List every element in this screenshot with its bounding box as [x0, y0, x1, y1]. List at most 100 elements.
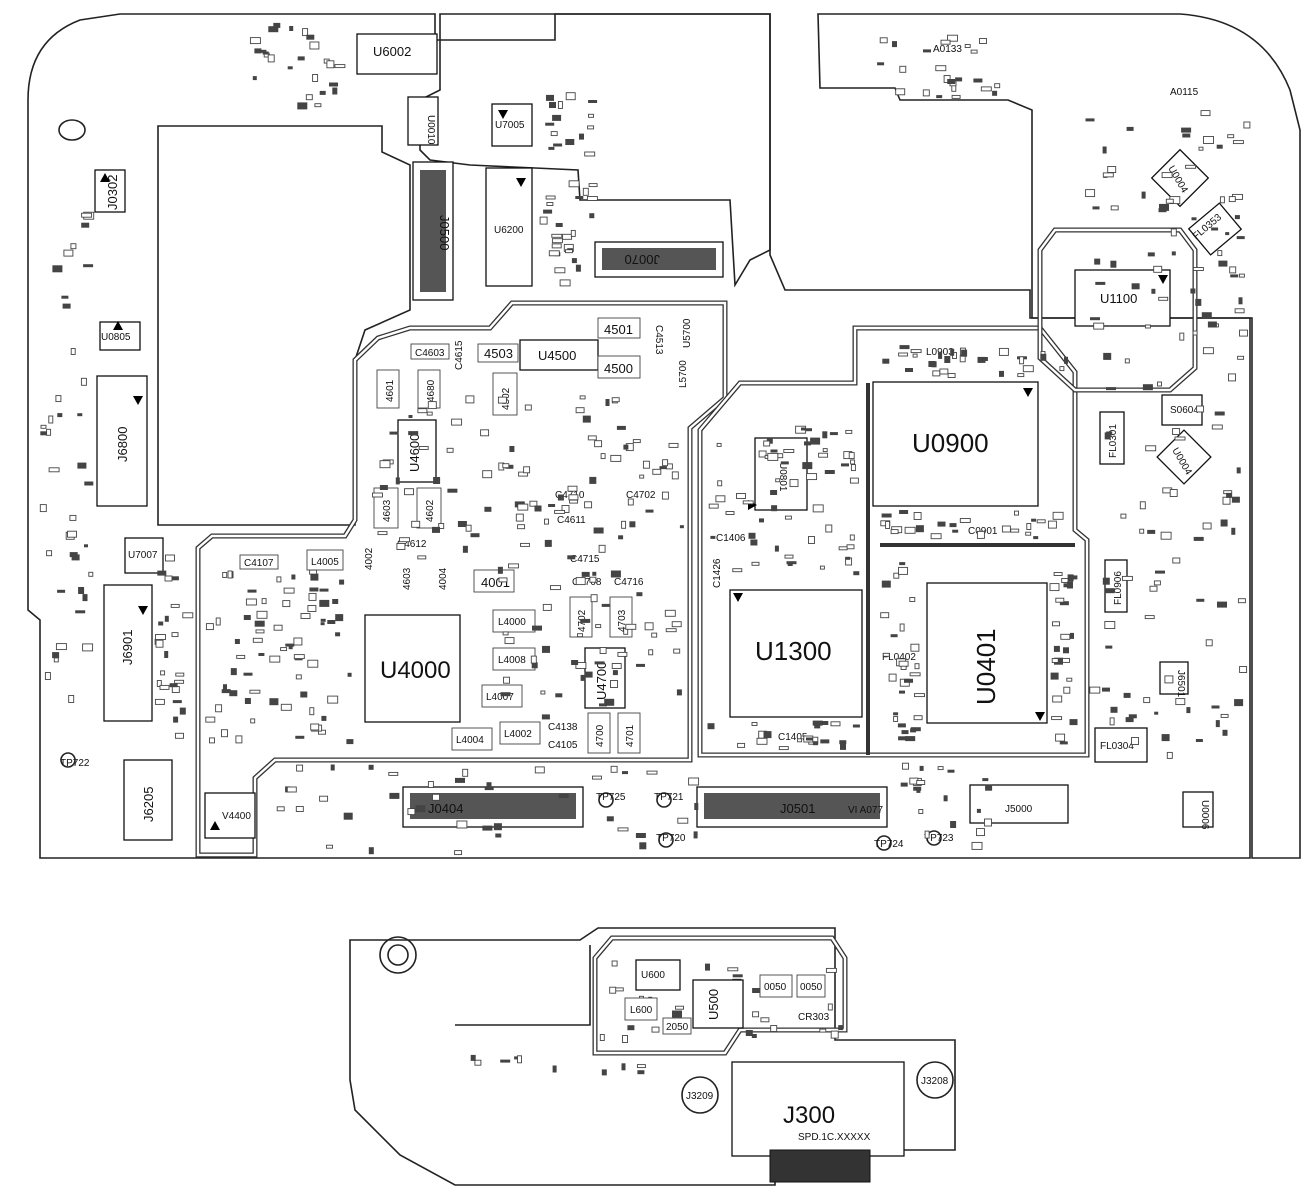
smd-component — [885, 521, 891, 529]
smd-component — [1220, 713, 1229, 718]
smd-component — [1190, 288, 1196, 294]
part-u0801 — [754, 437, 808, 511]
smd-component — [40, 424, 47, 429]
smd-component — [368, 847, 374, 855]
smd-component — [1069, 719, 1078, 726]
smd-component — [930, 533, 942, 540]
smd-component — [751, 1034, 757, 1038]
smd-component — [1144, 324, 1151, 329]
smd-component — [417, 555, 427, 560]
smd-component — [841, 463, 849, 467]
smd-component — [605, 399, 610, 406]
part-l4700 — [587, 712, 611, 754]
smd-component — [899, 562, 906, 566]
smd-component — [849, 534, 855, 541]
smd-component — [57, 589, 66, 593]
smd-component — [609, 986, 617, 994]
smd-component — [898, 566, 908, 575]
label-u4600: U4600 — [407, 434, 422, 472]
smd-component — [534, 505, 542, 512]
smd-component — [546, 202, 554, 206]
smd-component — [334, 64, 346, 69]
smd-component — [763, 731, 772, 739]
shield-can-rf-in — [1038, 228, 1197, 392]
smd-component — [347, 672, 352, 677]
smd-component — [606, 816, 614, 822]
smd-component — [551, 233, 563, 238]
label-l4602: 4602 — [425, 499, 436, 522]
smd-component — [829, 432, 838, 436]
label-fl0301: FL0301 — [1108, 424, 1119, 458]
smd-component — [895, 88, 906, 96]
smd-component — [893, 712, 899, 716]
label-c4611: C4611 — [557, 515, 586, 526]
smd-component — [230, 668, 237, 676]
smd-component — [710, 535, 716, 539]
label-c1406: C1406 — [716, 533, 746, 544]
label-u0801: U0801 — [777, 462, 788, 492]
smd-component — [913, 786, 922, 791]
smd-component — [158, 621, 164, 626]
smd-component — [801, 427, 806, 431]
smd-component — [300, 691, 308, 698]
smd-component — [305, 94, 313, 101]
smd-component — [916, 780, 926, 785]
smd-component — [160, 670, 166, 676]
smd-component — [462, 545, 468, 553]
smd-component — [52, 652, 60, 659]
smd-component — [1220, 519, 1228, 527]
smd-component — [1229, 266, 1237, 274]
label-j0302: J0302 — [105, 175, 120, 210]
smd-component — [309, 41, 320, 50]
smd-component — [594, 440, 603, 448]
smd-component — [611, 960, 618, 967]
label-u0006: U0006 — [1199, 800, 1210, 830]
smd-component — [784, 554, 794, 559]
smd-component — [1031, 518, 1037, 522]
smd-component — [1095, 281, 1106, 285]
smd-component — [396, 543, 406, 550]
smd-component — [905, 736, 916, 742]
smd-component — [571, 258, 577, 264]
part-c4603 — [410, 343, 450, 360]
smd-component — [1063, 647, 1069, 654]
testpoint-tp722 — [60, 752, 76, 768]
smd-component — [1104, 621, 1116, 629]
smd-component — [808, 536, 815, 544]
smd-component — [308, 592, 317, 601]
smd-component — [273, 624, 283, 631]
smd-component — [587, 125, 595, 130]
label-l4004: L4004 — [456, 735, 484, 746]
smd-component — [544, 539, 552, 547]
smd-component — [1238, 273, 1245, 278]
smd-component — [332, 599, 339, 604]
smd-component — [169, 576, 179, 581]
smd-component — [1053, 572, 1063, 576]
smd-component — [830, 721, 841, 727]
smd-component — [71, 554, 80, 561]
label-j0404: J0404 — [428, 801, 463, 816]
smd-component — [671, 621, 682, 628]
smd-component — [155, 634, 166, 640]
smd-component — [979, 38, 987, 44]
smd-component — [627, 1025, 635, 1031]
part-l4004 — [451, 727, 493, 751]
smd-component — [881, 580, 891, 588]
smd-component — [845, 429, 853, 434]
smd-component — [276, 806, 285, 812]
smd-component — [555, 693, 563, 698]
smd-component — [985, 784, 993, 791]
smd-component — [297, 56, 305, 61]
smd-component — [888, 673, 897, 682]
smd-component — [665, 628, 677, 633]
small-components — [39, 22, 1251, 1076]
smd-component — [994, 83, 1001, 89]
smd-component — [818, 452, 829, 458]
smd-component — [545, 122, 555, 126]
smd-component — [618, 535, 624, 540]
smd-component — [252, 637, 263, 643]
label-c4107: C4107 — [244, 558, 274, 569]
smd-component — [330, 764, 335, 771]
smd-component — [1121, 575, 1133, 581]
smd-component — [221, 729, 228, 738]
